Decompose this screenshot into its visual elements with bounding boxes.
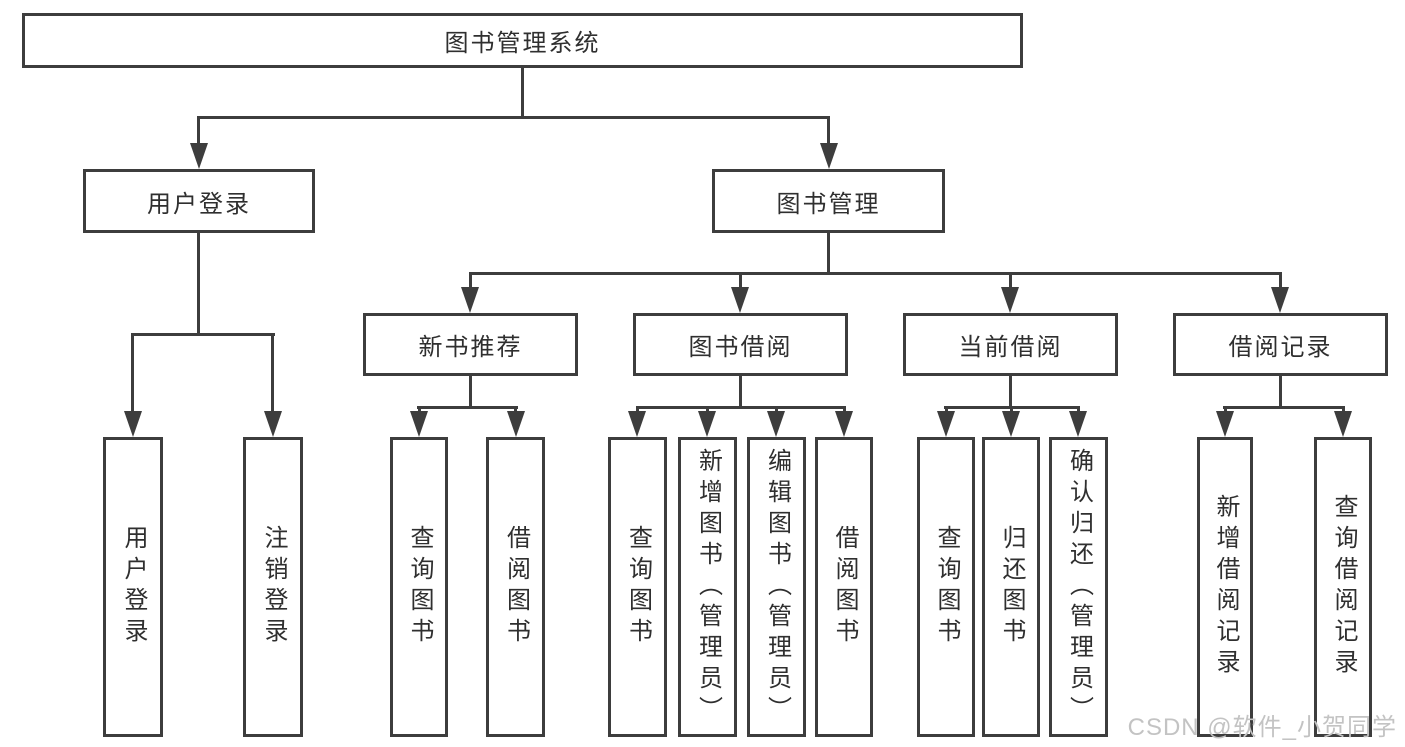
node-borrow-records: 借阅记录 [1173, 313, 1388, 376]
node-user-login: 用户登录 [83, 169, 315, 233]
connector-leaves-group1-horizontal [417, 406, 518, 409]
arrowhead-to-book-borrowing [731, 287, 749, 313]
connector-user-login-stem [197, 233, 200, 336]
leaf-add-borrow-record: 新增借阅记录 [1197, 437, 1253, 737]
arrowhead-to-borrow-records [1271, 287, 1289, 313]
connector-user-login-right-drop [271, 333, 274, 413]
leaf-edit-book-admin: 编辑图书（管理员） [747, 437, 806, 737]
watermark-text: CSDN @软件_小贺同学 [1127, 714, 1397, 741]
leaf-borrow-books-recommend: 借阅图书 [486, 437, 545, 737]
leaf-label: 借阅图书 [831, 525, 858, 649]
arrowhead-to-leaf [1002, 411, 1020, 437]
arrowhead-to-leaf [628, 411, 646, 437]
connector-new-book-recommend-stem [469, 376, 472, 409]
connector-leaves-group2-horizontal [636, 406, 846, 409]
node-label: 借阅记录 [1228, 334, 1333, 361]
arrowhead-to-leaf [1334, 411, 1352, 437]
leaf-label: 编辑图书（管理员） [763, 447, 791, 727]
leaf-query-books-current: 查询图书 [917, 437, 975, 737]
connector-leaves-group4-horizontal [1223, 406, 1344, 409]
leaf-label: 借阅图书 [502, 525, 530, 649]
arrowhead-to-user-login [190, 143, 208, 169]
node-current-borrowing: 当前借阅 [903, 313, 1118, 376]
leaf-query-books-recommend: 查询图书 [390, 437, 448, 737]
node-label: 当前借阅 [958, 334, 1063, 361]
arrowhead-to-leaf [507, 411, 525, 437]
leaf-label: 查询图书 [624, 525, 652, 649]
node-new-book-recommend: 新书推荐 [363, 313, 578, 376]
arrowhead-to-leaf [698, 411, 716, 437]
leaf-borrow-books-borrowing: 借阅图书 [815, 437, 873, 737]
leaf-label: 确认归还（管理员） [1065, 447, 1093, 727]
arrowhead-to-leaf [767, 411, 785, 437]
node-label: 图书借阅 [688, 334, 793, 361]
arrowhead-to-leaf [410, 411, 428, 437]
leaf-label: 查询图书 [933, 525, 960, 649]
arrowhead-to-new-book-recommend [461, 287, 479, 313]
leaf-label: 新增借阅记录 [1212, 494, 1239, 680]
node-label: 用户登录 [147, 190, 251, 218]
arrowhead-to-leaf-logout [264, 411, 282, 437]
connector-book-management-stem [827, 233, 830, 275]
leaf-add-book-admin: 新增图书（管理员） [678, 437, 737, 737]
node-library-management-system: 图书管理系统 [22, 13, 1023, 68]
arrowhead-to-leaf [835, 411, 853, 437]
connector-book-borrowing-stem [739, 376, 742, 409]
leaf-query-books-borrowing: 查询图书 [608, 437, 667, 737]
arrowhead-to-leaf-user-login [124, 411, 142, 437]
leaf-user-login: 用户登录 [103, 437, 163, 737]
connector-level2-right-drop [827, 116, 830, 146]
leaf-label: 用户登录 [120, 525, 147, 649]
arrowhead-to-current-borrowing [1001, 287, 1019, 313]
connector-root-stem [521, 68, 524, 118]
leaf-logout-login: 注销登录 [243, 437, 303, 737]
leaf-label: 查询借阅记录 [1330, 494, 1357, 680]
connector-level2-horizontal [197, 116, 830, 119]
node-book-management: 图书管理 [712, 169, 945, 233]
leaf-return-book: 归还图书 [982, 437, 1040, 737]
node-label: 图书管理系统 [444, 30, 601, 57]
arrowhead-to-leaf [1069, 411, 1087, 437]
leaf-label: 新增图书（管理员） [694, 447, 722, 727]
connector-level3-drop-3 [1009, 272, 1012, 290]
connector-level3-horizontal [469, 272, 1282, 275]
arrowhead-to-book-management [820, 143, 838, 169]
node-book-borrowing: 图书借阅 [633, 313, 848, 376]
arrowhead-to-leaf [937, 411, 955, 437]
connector-borrow-records-stem [1279, 376, 1282, 409]
connector-level2-left-drop [197, 116, 200, 146]
leaf-confirm-return-admin: 确认归还（管理员） [1049, 437, 1108, 737]
connector-level3-drop-1 [469, 272, 472, 290]
node-label: 图书管理 [776, 190, 881, 218]
connector-level3-drop-2 [739, 272, 742, 290]
connector-current-borrowing-stem [1009, 376, 1012, 409]
connector-user-login-horizontal [131, 333, 275, 336]
leaf-query-borrow-record: 查询借阅记录 [1314, 437, 1372, 737]
node-label: 新书推荐 [418, 334, 523, 361]
leaf-label: 查询图书 [406, 525, 433, 649]
arrowhead-to-leaf [1216, 411, 1234, 437]
leaf-label: 归还图书 [998, 525, 1025, 649]
leaf-label: 注销登录 [260, 525, 287, 649]
connector-user-login-left-drop [131, 333, 134, 413]
connector-level3-drop-4 [1279, 272, 1282, 290]
